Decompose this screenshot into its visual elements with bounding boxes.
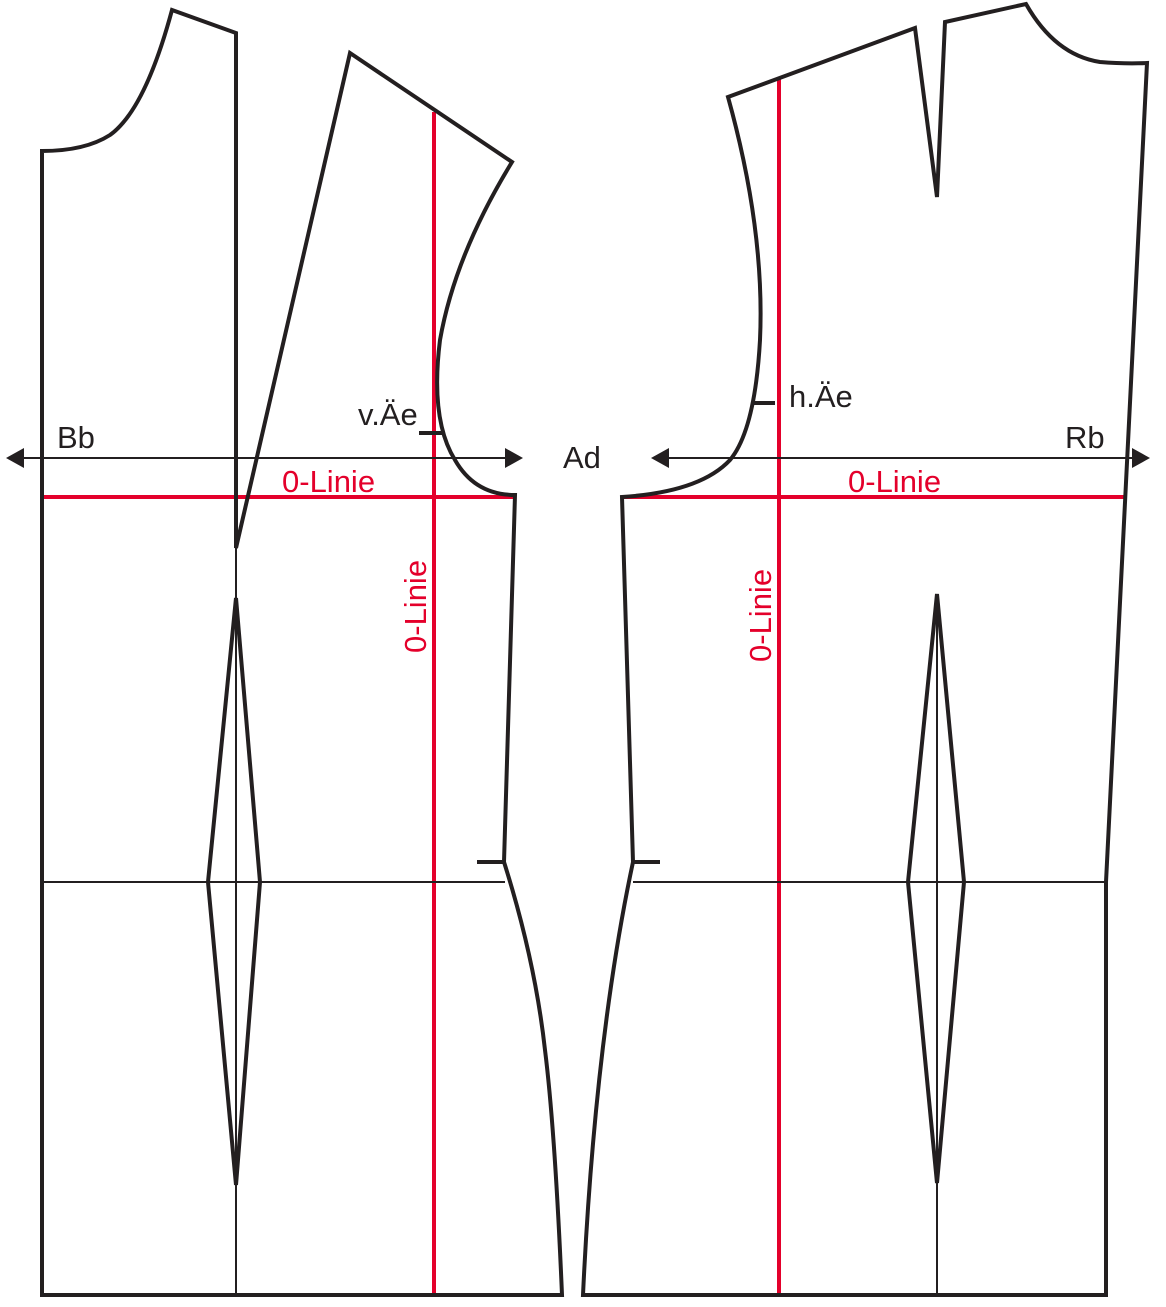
arrowhead-right-icon bbox=[1132, 448, 1150, 468]
label-back-center: Rb bbox=[1065, 420, 1105, 455]
label-front-armhole-notch: v.Äe bbox=[358, 397, 418, 432]
label-back-zero-line-v: 0-Linie bbox=[743, 569, 778, 662]
label-armhole-depth: Ad bbox=[563, 440, 601, 475]
label-front-zero-line-v: 0-Linie bbox=[398, 560, 433, 653]
front-waist-dart bbox=[205, 597, 263, 1186]
back-piece-outline bbox=[580, 1, 1150, 1297]
front-piece-outline bbox=[40, 7, 565, 1297]
label-back-zero-line-h: 0-Linie bbox=[848, 464, 941, 499]
label-back-armhole-notch: h.Äe bbox=[789, 379, 853, 414]
back-waist-dart bbox=[905, 593, 967, 1184]
label-front-center: Bb bbox=[57, 420, 95, 455]
arrowhead-right-icon bbox=[505, 448, 523, 468]
label-front-zero-line-h: 0-Linie bbox=[282, 464, 375, 499]
arrowhead-left-icon bbox=[651, 448, 669, 468]
arrowhead-left-icon bbox=[6, 448, 24, 468]
